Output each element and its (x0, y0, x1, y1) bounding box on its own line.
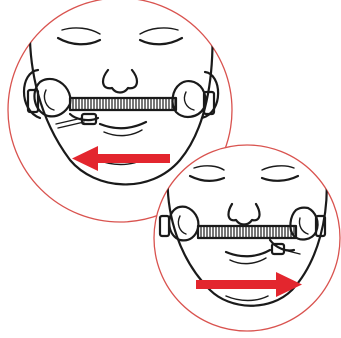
panel-bottom (154, 145, 340, 331)
